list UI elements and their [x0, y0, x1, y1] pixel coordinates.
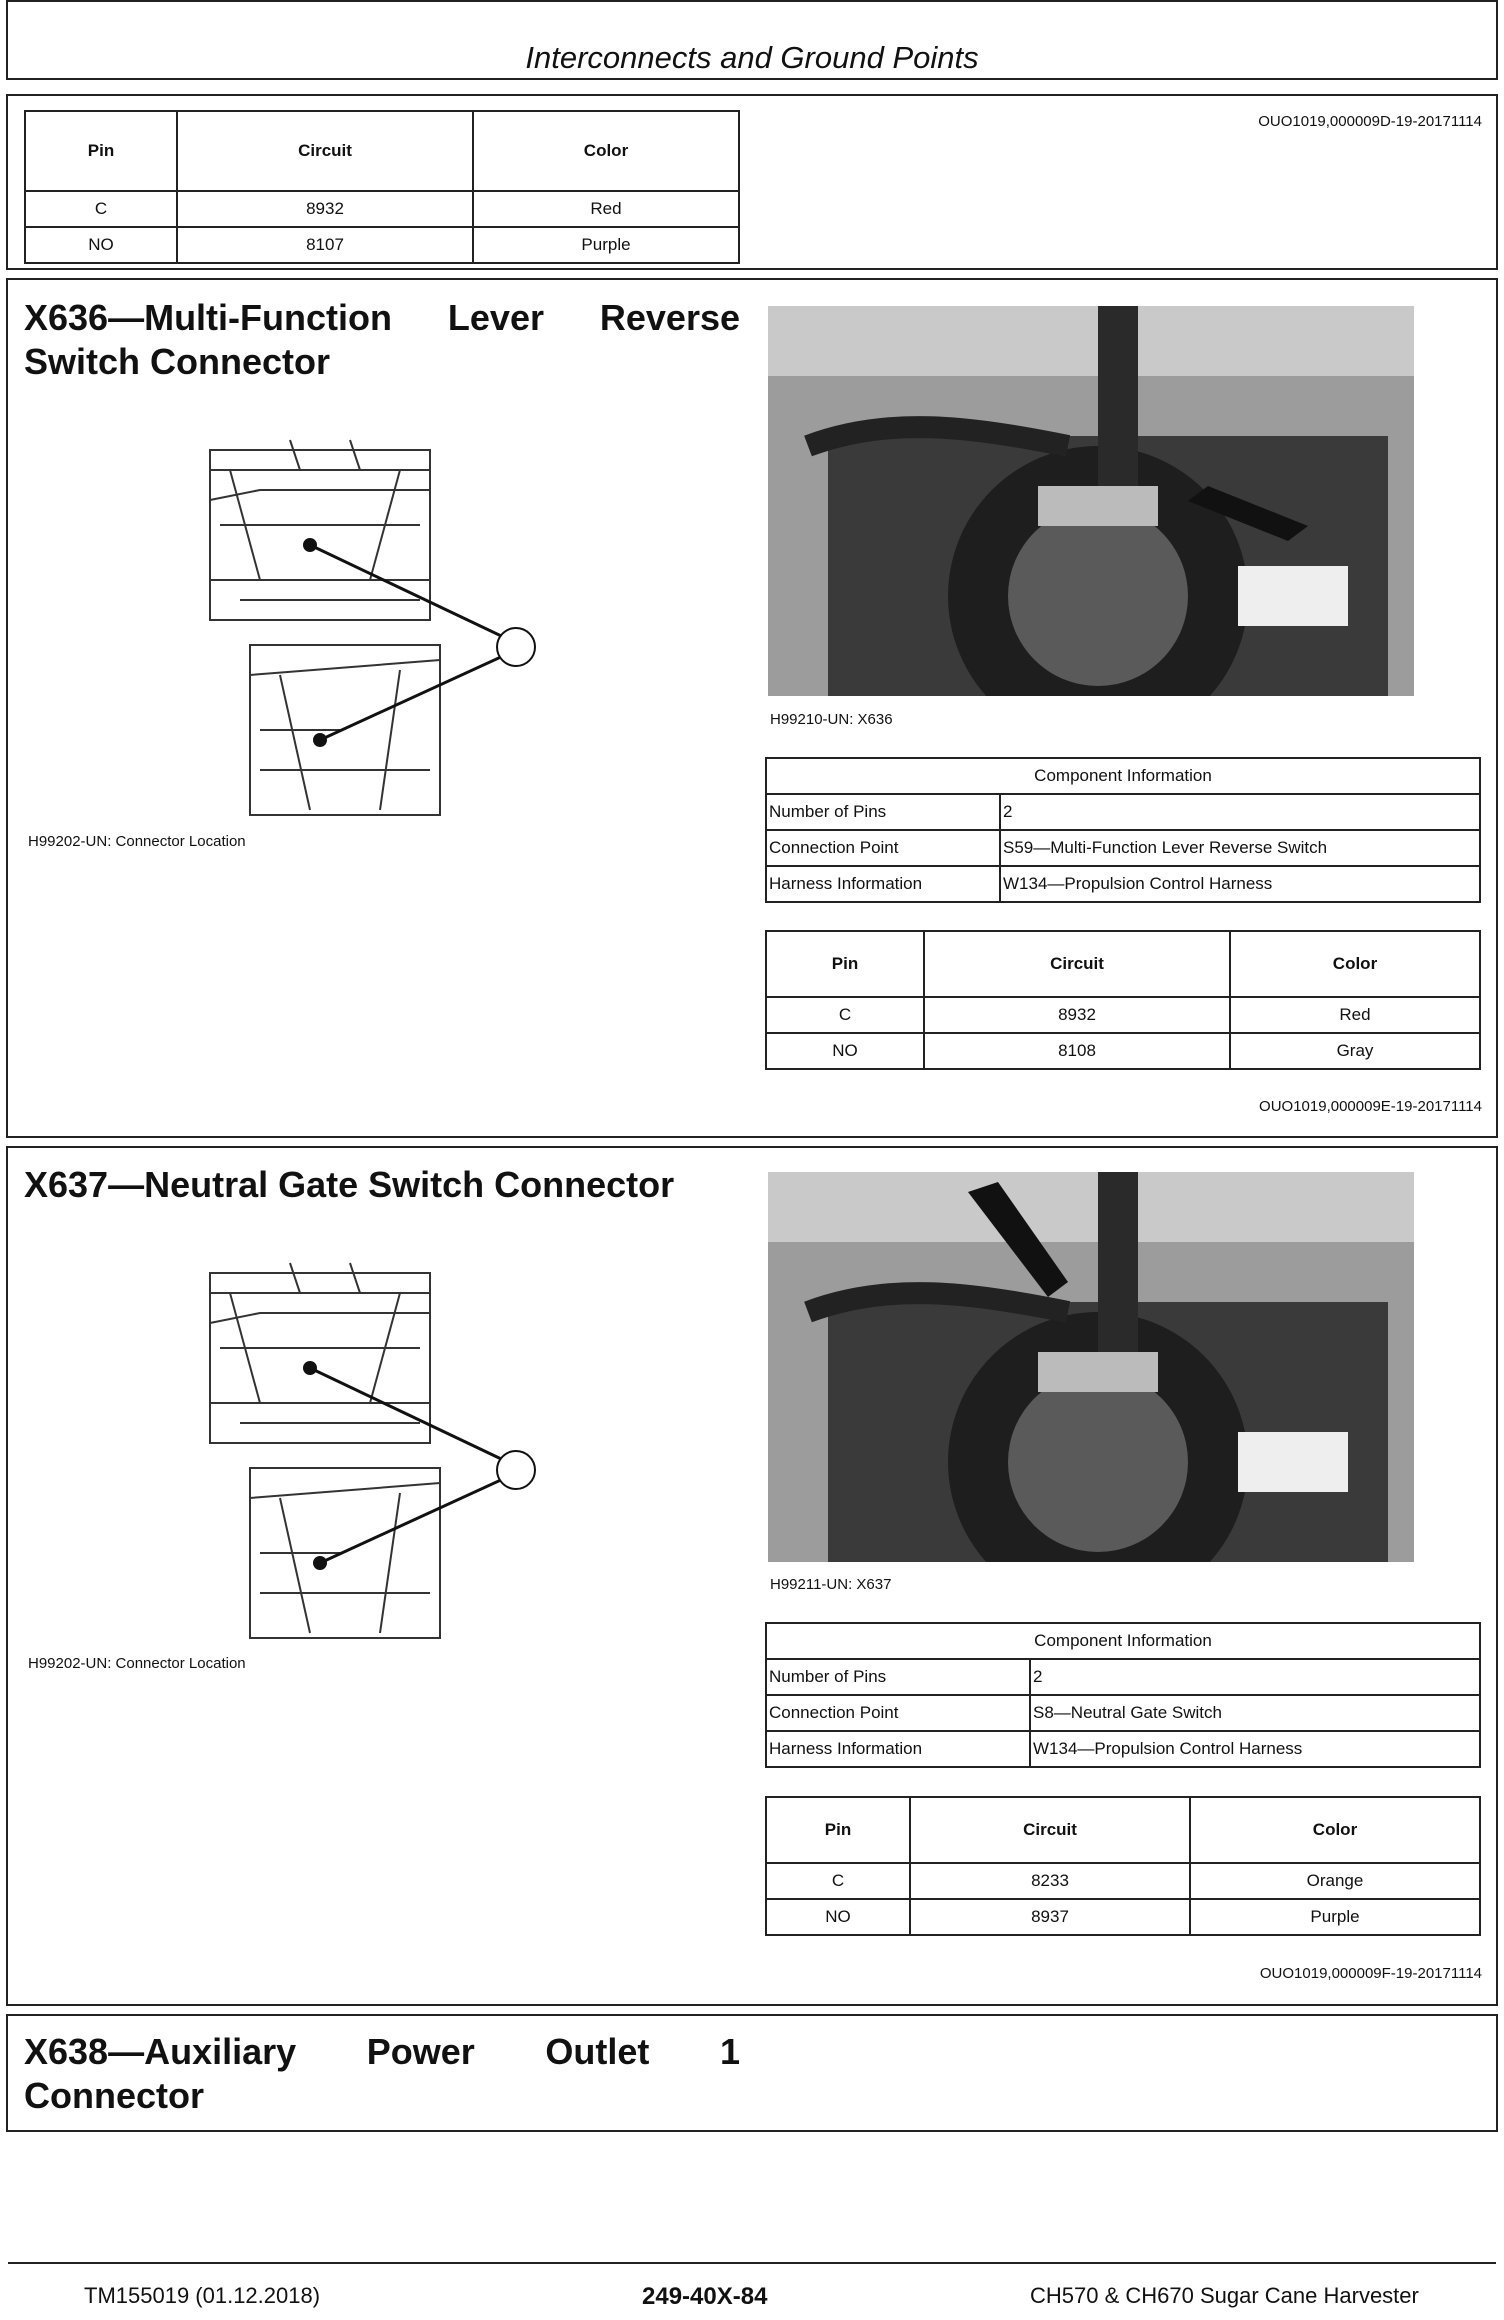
x636-connector-location-diagram [209, 439, 536, 816]
x637-ref-code: OUO1019,000009F-19-20171114 [1259, 1965, 1482, 1982]
x637-component-info-table: Component Information Number of Pins 2 C… [765, 1622, 1481, 1768]
circuit-header: Circuit [909, 1796, 1191, 1864]
table-row: NO 8937 Purple [765, 1898, 1481, 1936]
footer-rule [8, 2262, 1496, 2264]
color-header: Color [1229, 930, 1481, 998]
top-pin-table: Pin Circuit Color C 8932 Red NO 8107 Pur… [24, 110, 740, 264]
x636-connector-photo [768, 306, 1414, 696]
circuit-header: Circuit [176, 110, 474, 192]
x636-pin-table: Pin Circuit Color C 8932 Red NO 8108 Gra… [765, 930, 1481, 1070]
x636-diagram-caption: H99202-UN: Connector Location [28, 833, 246, 850]
x638-section [6, 2014, 1498, 2132]
table-row: C 8932 Red [765, 996, 1481, 1034]
pin-header: Pin [765, 930, 925, 998]
table-row: Harness Information W134—Propulsion Cont… [765, 1730, 1481, 1768]
component-info-heading: Component Information [765, 1622, 1481, 1660]
x636-component-info-table: Component Information Number of Pins 2 C… [765, 757, 1481, 903]
table-row: Connection Point S8—Neutral Gate Switch [765, 1694, 1481, 1732]
circuit-header: Circuit [923, 930, 1231, 998]
table-row: Harness Information W134—Propulsion Cont… [765, 865, 1481, 903]
x636-photo-caption: H99210-UN: X636 [770, 711, 893, 728]
color-header: Color [1189, 1796, 1481, 1864]
table-row: Number of Pins 2 [765, 793, 1481, 831]
footer-page-number: 249-40X-84 [642, 2283, 768, 2310]
x638-title: X638—Auxiliary Power Outlet 1 Connector [24, 2031, 740, 2116]
pin-header: Pin [24, 110, 178, 192]
page-header-title: Interconnects and Ground Points [525, 40, 979, 75]
x637-pin-table: Pin Circuit Color C 8233 Orange NO 8937 … [765, 1796, 1481, 1936]
table-row: Connection Point S59—Multi-Function Leve… [765, 829, 1481, 867]
x636-ref-code: OUO1019,000009E-19-20171114 [1259, 1098, 1482, 1115]
header-box [6, 0, 1498, 80]
component-info-heading: Component Information [765, 757, 1481, 795]
x637-photo-caption: H99211-UN: X637 [770, 1576, 892, 1593]
x636-title: X636—Multi-Function Lever Reverse Switch… [24, 297, 740, 382]
color-header: Color [472, 110, 740, 192]
pin-header: Pin [765, 1796, 911, 1864]
table-row: C 8233 Orange [765, 1862, 1481, 1900]
table-row: NO 8107 Purple [24, 226, 740, 264]
table-row: NO 8108 Gray [765, 1032, 1481, 1070]
x637-diagram-caption: H99202-UN: Connector Location [28, 1655, 246, 1672]
footer-product: CH570 & CH670 Sugar Cane Harvester [1030, 2283, 1419, 2308]
table-row: C 8932 Red [24, 190, 740, 228]
x637-connector-photo [768, 1172, 1414, 1562]
table-row: Number of Pins 2 [765, 1658, 1481, 1696]
top-ref-code: OUO1019,000009D-19-20171114 [1258, 113, 1482, 130]
x637-connector-location-diagram [209, 1262, 536, 1639]
x637-title: X637—Neutral Gate Switch Connector [24, 1164, 675, 1205]
footer-doc-id: TM155019 (01.12.2018) [84, 2283, 321, 2308]
